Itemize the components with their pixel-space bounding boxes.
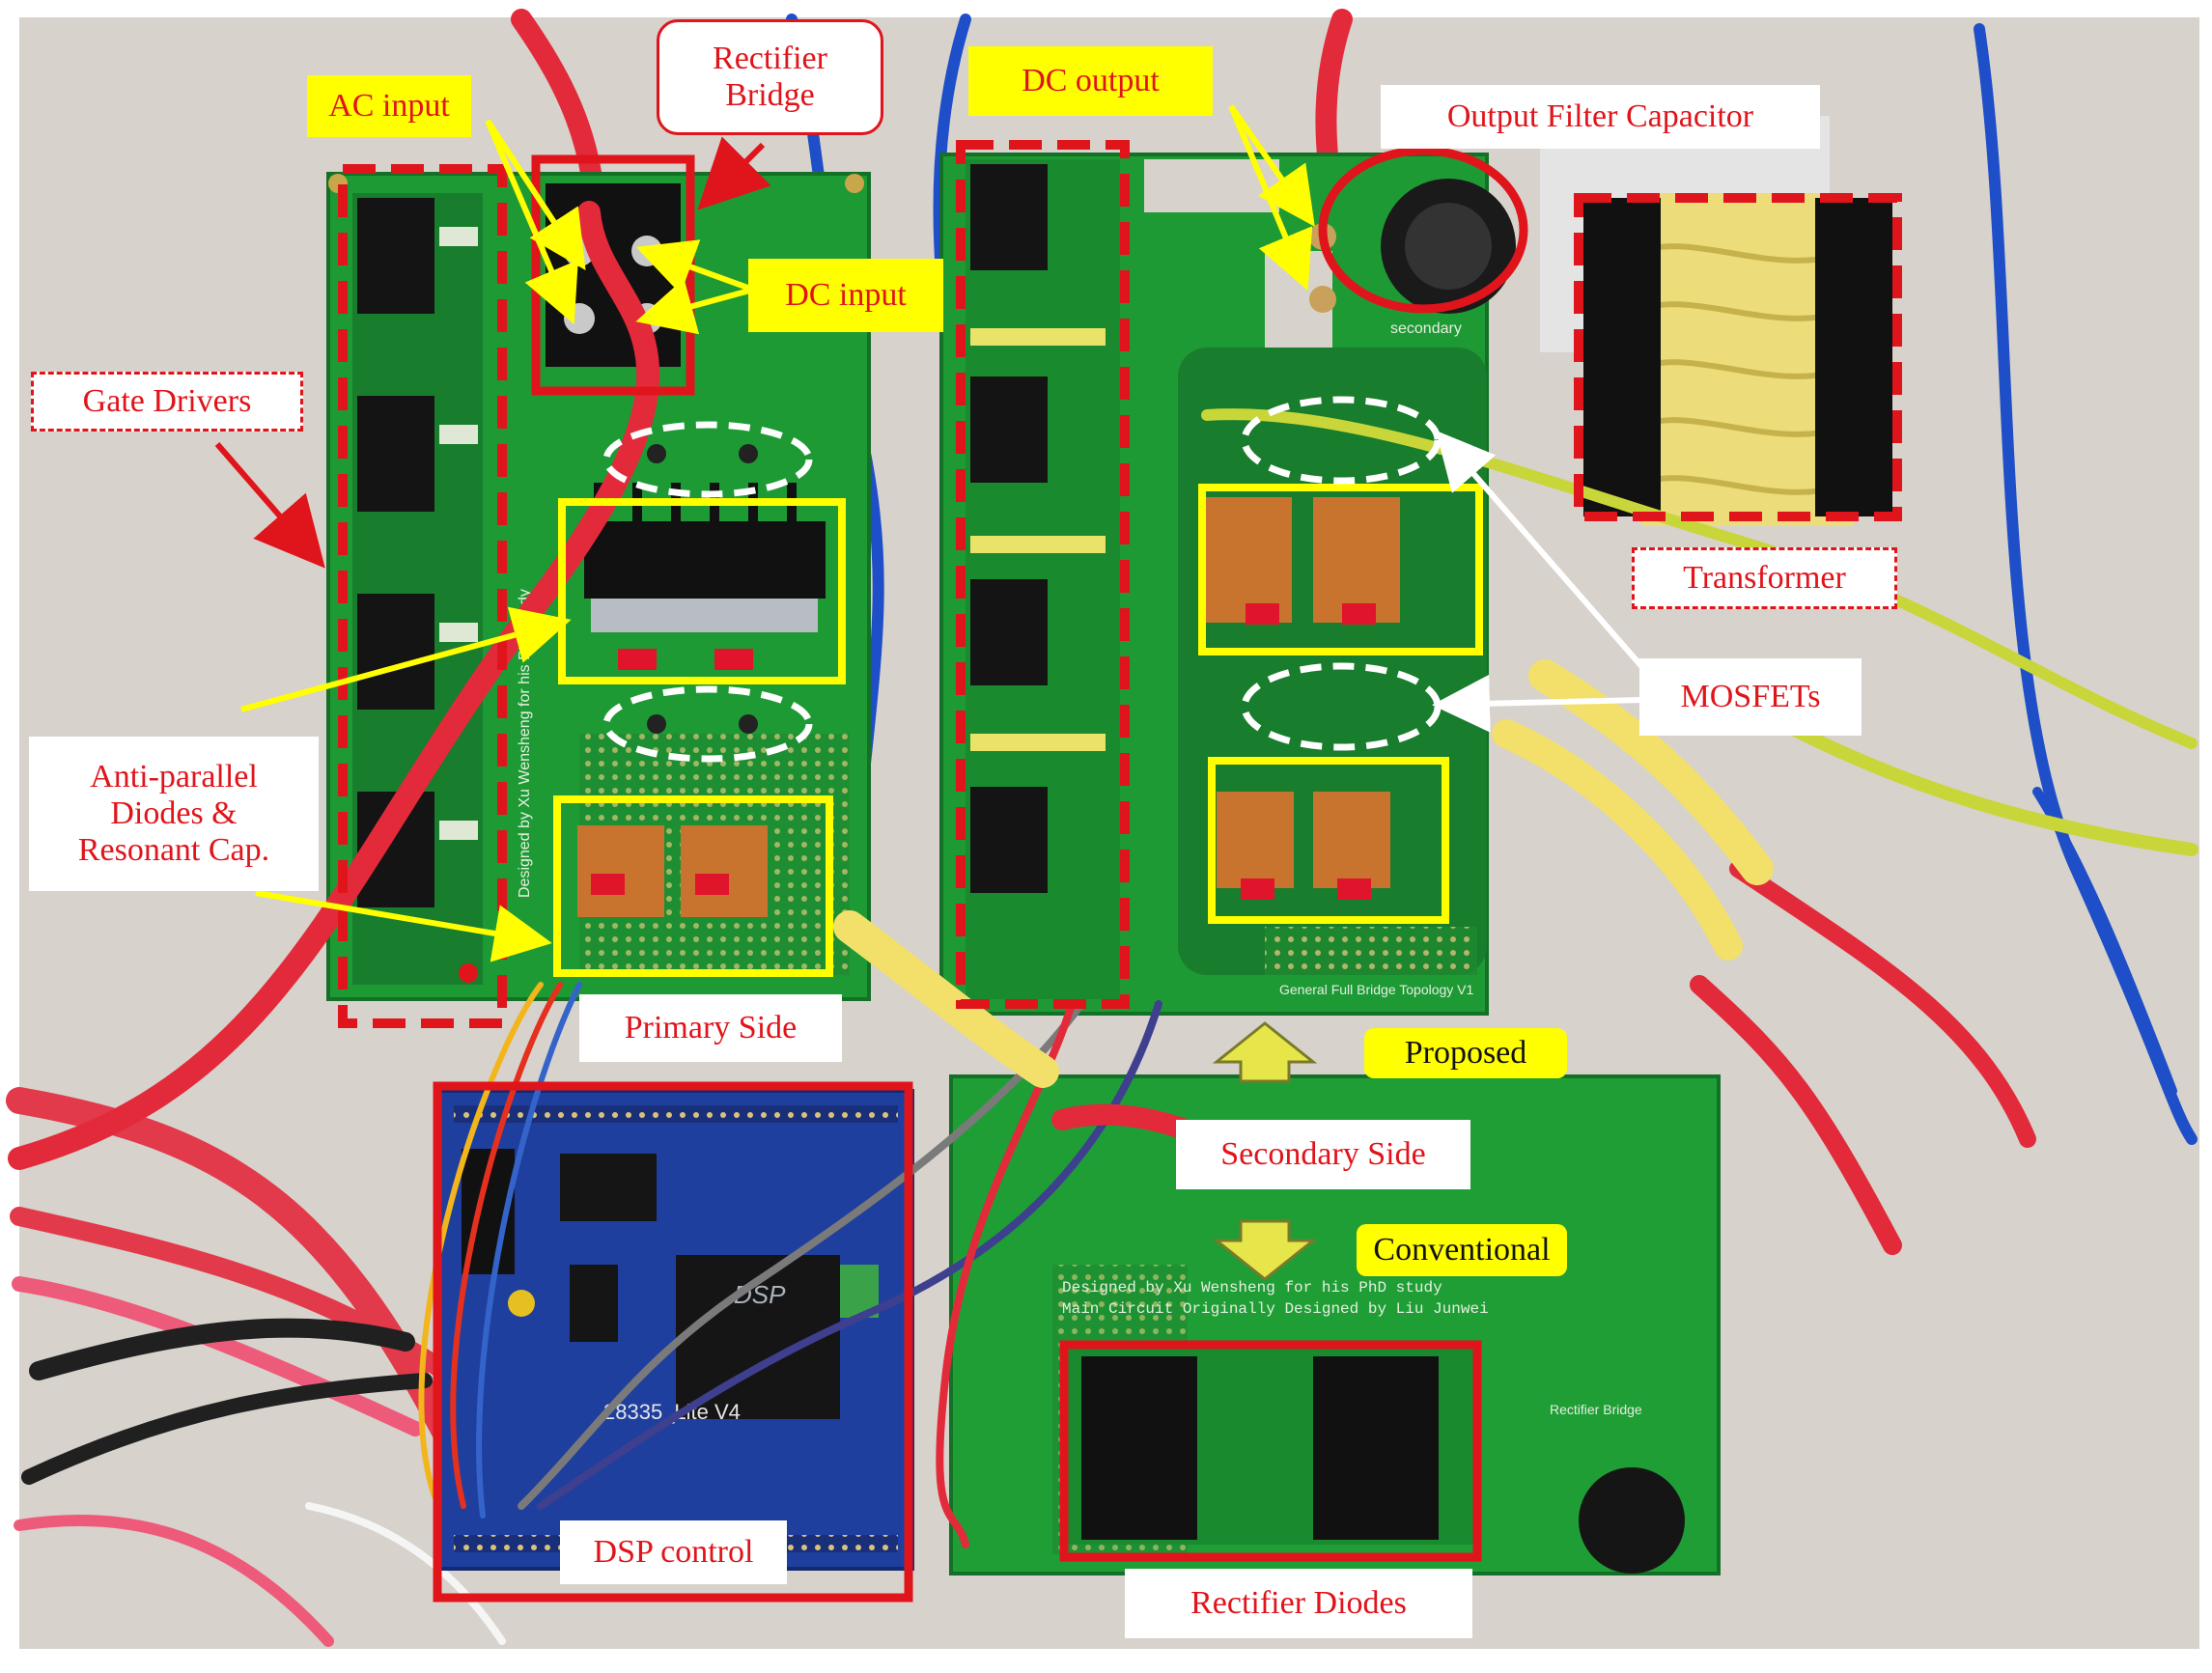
annotation-arrows: [214, 104, 1644, 962]
block-arrows: [1212, 1021, 1318, 1281]
lower-credit-1-silk: Designed by Xu Wensheng for his PhD stud…: [1062, 1279, 1442, 1297]
label-dsp-control: DSP control: [560, 1520, 787, 1584]
dsp-board: DSP 28335_Lite V4: [437, 1089, 914, 1571]
label-dc-input: DC input: [748, 259, 943, 332]
label-transformer: Transformer: [1632, 547, 1897, 609]
label-output-filter-capacitor: Output Filter Capacitor: [1381, 85, 1820, 149]
annotation-white-ellipses: [602, 396, 1442, 763]
rectifier-bridge-silk: Rectifier Bridge: [1550, 1402, 1642, 1417]
label-primary-side: Primary Side: [579, 994, 842, 1062]
label-rectifier-diodes: Rectifier Diodes: [1125, 1569, 1472, 1638]
label-anti-parallel: Anti-parallel Diodes & Resonant Cap.: [29, 737, 319, 891]
lower-credit-2-silk: Main Circuit Originally Designed by Liu …: [1062, 1300, 1489, 1318]
primary-credit-silk: Designed by Xu Wensheng for his PhD stud…: [517, 589, 533, 898]
label-proposed: Proposed: [1364, 1028, 1567, 1078]
secondary-board: General Full Bridge Topology V1 secondar…: [939, 153, 1516, 1016]
annotation-dashed-boxes: [338, 140, 1902, 1028]
foreground-cables: [8, 201, 2198, 1548]
transformer-area: [1540, 116, 1892, 526]
annotation-yellow-boxes: [553, 484, 1483, 977]
label-ac-input: AC input: [307, 75, 471, 137]
label-gate-drivers: Gate Drivers: [31, 372, 303, 432]
label-dc-output: DC output: [968, 46, 1213, 116]
secondary-title-silk: General Full Bridge Topology V1: [1279, 982, 1474, 997]
label-mosfets: MOSFETs: [1639, 658, 1862, 736]
label-secondary-side: Secondary Side: [1176, 1120, 1470, 1189]
label-rectifier-bridge: Rectifier Bridge: [657, 19, 883, 135]
secondary-text-silk: secondary: [1390, 321, 1462, 337]
label-conventional: Conventional: [1357, 1224, 1567, 1276]
